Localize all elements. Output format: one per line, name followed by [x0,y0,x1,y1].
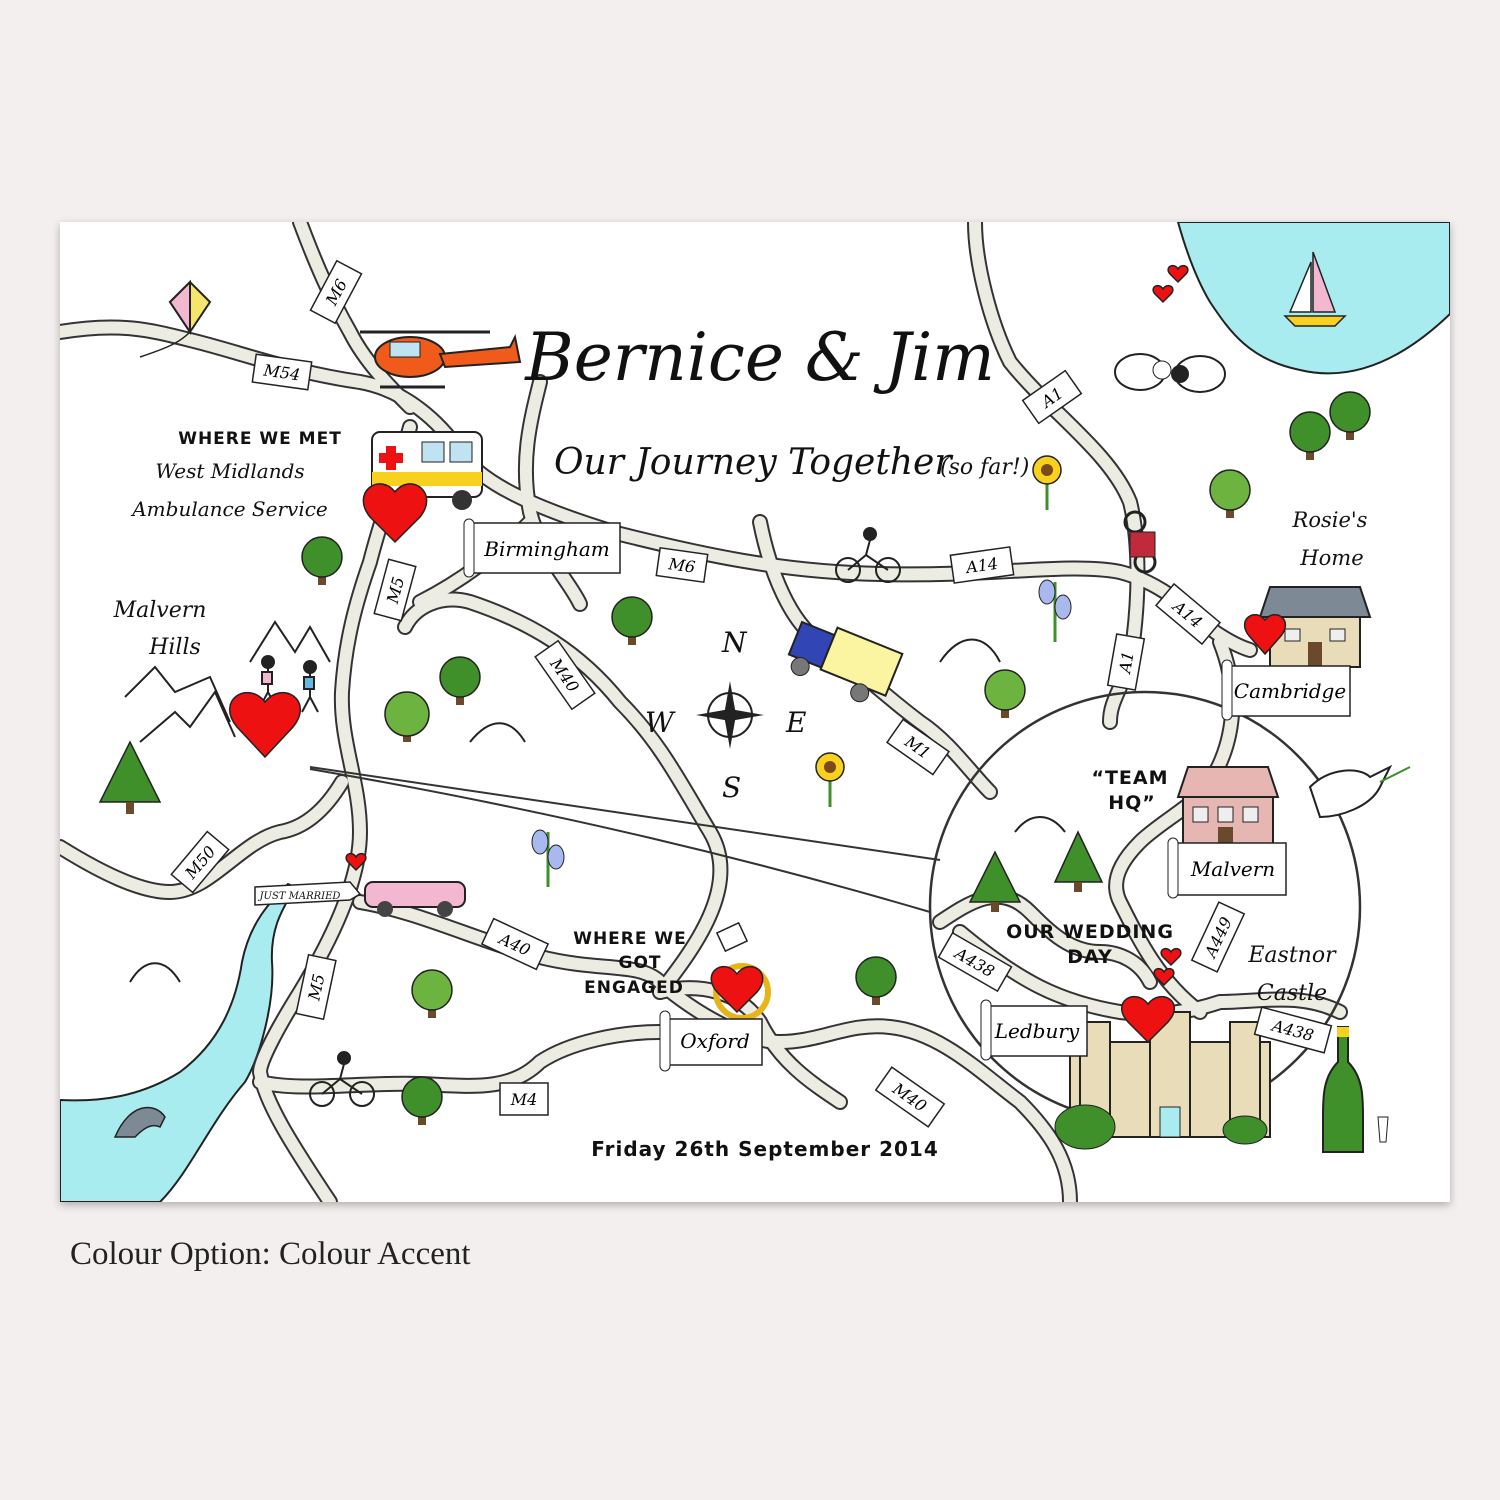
motorbike-icon [1123,510,1157,574]
heart-icons [229,264,1287,1044]
sign-a1-right: A1 [1106,633,1146,691]
sign-a14-mid: A14 [949,546,1015,584]
sign-a40: A40 [480,917,550,971]
label-eastnor-1: Eastnor [1247,943,1337,968]
kite-icon [139,279,212,358]
mountains [124,620,1066,983]
pine-trees [98,740,1104,912]
scroll-malvern: Malvern [1167,837,1287,899]
wedding-journey-map: JUST MARRIED [60,222,1450,1202]
truck-icon [787,620,904,703]
engagement-ring-icon [713,921,771,1021]
label-wedding-2: DAY [1067,946,1112,968]
road-signs: M6 M54 M6 A14 A1 A14 A1 M5 M40 M1 M50 A4… [170,259,1333,1128]
compass-west: W [645,706,676,739]
label-engaged-2: GOT [618,953,661,973]
sign-m54: M54 [251,353,313,391]
place-cambridge: Cambridge [1234,679,1346,703]
sign-m40-low: M40 [874,1066,946,1128]
sign-a14-mid-text: A14 [963,554,999,578]
label-rosies-2: Home [1299,546,1363,570]
sunflowers [815,455,1062,807]
compass-east: E [785,706,806,739]
label-engaged-1: WHERE WE [573,929,687,949]
trees [301,391,1371,1125]
compass-south: S [722,771,741,804]
scroll-ledbury: Ledbury [980,999,1088,1061]
sign-m5-top: M5 [373,558,417,622]
colour-option-caption: Colour Option: Colour Accent [70,1236,471,1272]
sign-m4-text: M4 [510,1090,538,1109]
team-hq-house-icon [1176,766,1280,848]
sailboat-icon [1283,251,1347,327]
label-wedding-1: OUR WEDDING [1006,921,1174,943]
just-married-text: JUST MARRIED [258,891,341,902]
wedding-car-icon [364,881,466,917]
label-team-hq-2: HQ” [1108,792,1156,814]
just-married-banner: JUST MARRIED [254,881,362,906]
eastnor-castle-icon [1054,1011,1271,1150]
place-birmingham: Birmingham [483,537,609,561]
sign-m6-mid: M6 [655,546,709,584]
label-where-we-met: WHERE WE MET [178,429,342,449]
scroll-birmingham: Birmingham [463,518,621,578]
place-scrolls: Birmingham Cambridge Oxford Malvern Ledb… [463,518,1351,1072]
label-engaged-3: ENGAGED [584,978,684,998]
compass-north: N [721,626,748,659]
sign-a1-top: A1 [1021,369,1083,425]
sign-a449: A449 [1190,901,1246,973]
sheep-icon [1114,353,1226,393]
sign-m4: M4 [499,1082,549,1116]
sign-m6-top: M6 [309,259,363,325]
champagne-icon [1322,1026,1389,1153]
dolphin-icon [113,1106,166,1138]
map-card: JUST MARRIED [60,222,1450,1202]
label-rosies-1: Rosie's [1292,508,1368,532]
scroll-cambridge: Cambridge [1221,659,1351,721]
bluebells [531,579,1072,887]
hikers-icon [259,655,319,713]
helicopter-icon [360,330,522,389]
map-title: Bernice & Jim [524,319,995,396]
rosies-home-icon [1258,586,1372,668]
place-oxford: Oxford [680,1029,749,1053]
label-ambulance-service: Ambulance Service [130,497,328,521]
sign-a14-right: A14 [1154,582,1222,646]
sign-m5-low: M5 [295,953,337,1021]
map-subtitle: Our Journey Together [554,442,953,483]
sign-a1-right-text: A1 [1115,650,1138,677]
magnifier-wedge [309,766,941,913]
compass-rose-icon [696,681,764,749]
label-west-midlands: West Midlands [155,459,304,483]
wedding-date: Friday 26th September 2014 [591,1137,939,1161]
map-subtitle-aside: (so far!) [940,455,1029,480]
sign-m6-mid-text: M6 [666,554,696,577]
dove-icon [1308,764,1411,819]
label-eastnor-2: Castle [1257,981,1327,1006]
place-malvern: Malvern [1190,857,1275,881]
bicycle-icon [309,527,901,1107]
label-team-hq-1: “TEAM [1091,767,1168,789]
place-ledbury: Ledbury [994,1019,1080,1043]
scroll-oxford: Oxford [659,1010,763,1072]
sign-a438-right: A438 [1253,1006,1333,1054]
river [60,882,297,1202]
label-malvern-hills-2: Hills [148,635,201,660]
label-malvern-hills-1: Malvern [113,598,207,623]
